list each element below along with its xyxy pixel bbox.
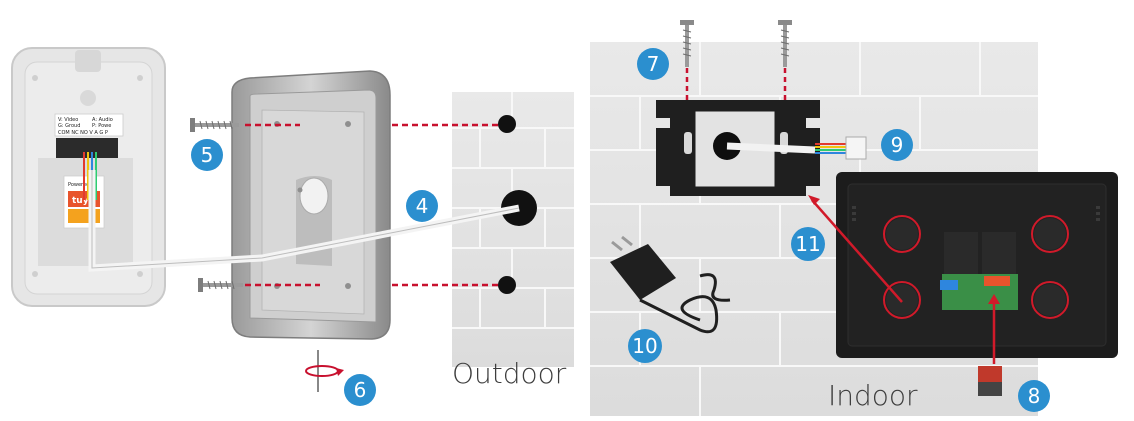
mount-slot-highlights [883,215,1069,319]
sd-card [978,366,1002,396]
callout-11: 11 [791,227,825,261]
wall-screw-left [680,20,694,67]
panel-label-audio: A: Audio [92,117,113,123]
tuya-powered-by: Powered by [68,182,97,188]
callout-10: 10 [628,329,662,363]
screw-bottom [198,278,243,292]
svg-text:11: 11 [795,232,820,256]
panel-label-video: V: Video [58,117,78,123]
svg-text:10: 10 [632,334,657,358]
callout-7: 7 [637,48,669,80]
callout-8: 8 [1018,380,1050,412]
outdoor-dashed-lines [245,123,498,287]
callout-9: 9 [881,129,913,161]
power-adapter [610,235,731,334]
callout-4: 4 [406,190,438,222]
wall-hole-bottom [498,276,516,294]
callout-6: 6 [344,374,376,406]
bracket-arrow [808,195,903,303]
rotate-arrow-icon [305,350,344,392]
panel-label-terminals: COM NC NO V A G P [58,130,108,136]
sd-card-arrow [988,294,1000,364]
wall-screw-right [778,20,792,67]
svg-text:8: 8 [1028,384,1041,408]
doorbell-wires [83,152,97,200]
callout-5: 5 [191,139,223,171]
screw-top [190,118,239,132]
svg-text:4: 4 [416,194,429,218]
wire-connector [845,136,867,160]
svg-text:9: 9 [891,133,904,157]
outdoor-wall [452,92,574,367]
panel-label-power: P: Powe [92,123,111,129]
svg-text:6: 6 [354,378,367,402]
tuya-brand: tuya [72,196,95,206]
wall-hole-top [498,115,516,133]
indoor-monitor [836,172,1118,358]
rain-hood [231,70,391,340]
outdoor-label: Outdoor [452,357,567,390]
indoor-label: Indoor [828,379,918,412]
svg-text:5: 5 [201,143,214,167]
panel-label-ground: G: Groud [58,123,80,129]
svg-text:7: 7 [647,52,660,76]
indoor-cable [726,136,867,160]
